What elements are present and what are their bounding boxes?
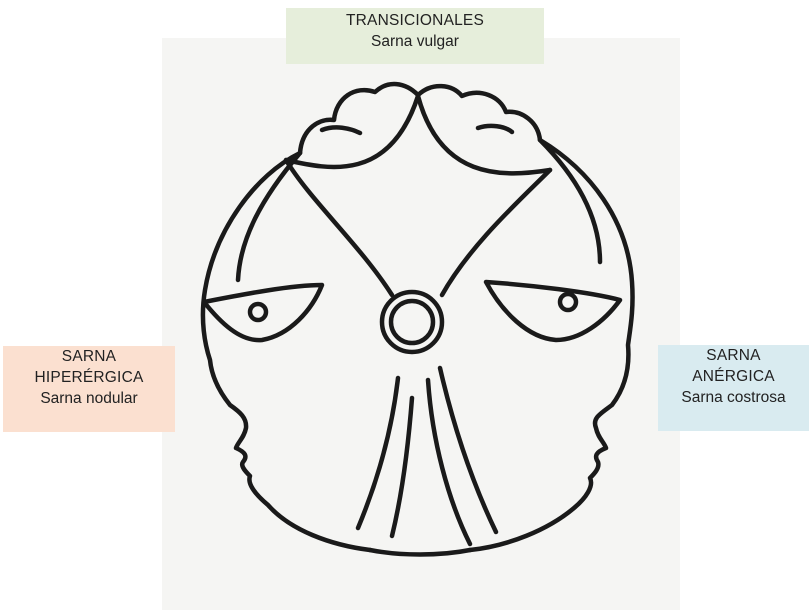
label-right-heading-1: SARNA — [658, 345, 809, 366]
label-right-subtitle: Sarna costrosa — [658, 387, 809, 408]
label-left-heading-2: HIPERÉRGICA — [3, 367, 175, 388]
label-right-heading-2: ANÉRGICA — [658, 366, 809, 387]
label-top-subtitle: Sarna vulgar — [286, 31, 544, 52]
label-sarna-hiperergica: SARNA HIPERÉRGICA Sarna nodular — [3, 346, 175, 432]
label-sarna-anergica: SARNA ANÉRGICA Sarna costrosa — [658, 345, 809, 431]
label-top-heading: TRANSICIONALES — [286, 10, 544, 31]
label-transicionales: TRANSICIONALES Sarna vulgar — [286, 8, 544, 64]
label-left-heading-1: SARNA — [3, 346, 175, 367]
label-left-subtitle: Sarna nodular — [3, 388, 175, 409]
